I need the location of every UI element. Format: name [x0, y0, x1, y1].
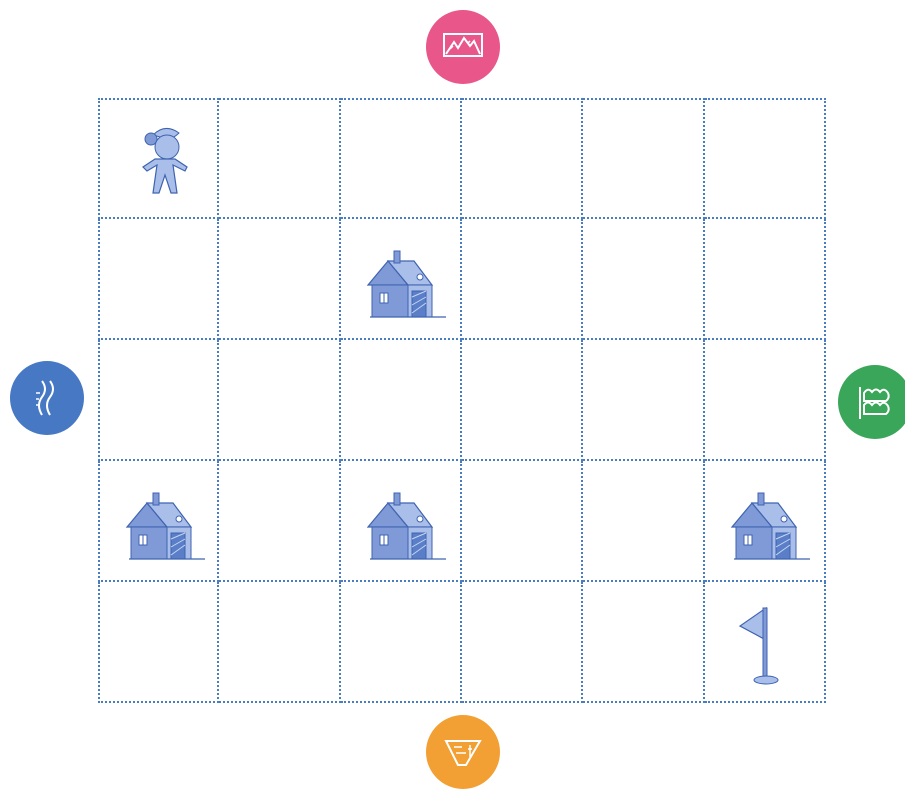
game-board — [98, 98, 826, 703]
river-icon — [24, 375, 70, 421]
mountain-icon — [440, 24, 486, 70]
board-cell-house[interactable] — [341, 461, 462, 582]
board-cell[interactable] — [583, 219, 704, 340]
board-cell[interactable] — [219, 340, 340, 461]
house-icon — [113, 475, 205, 567]
board-cell[interactable] — [219, 461, 340, 582]
board-cell[interactable] — [462, 461, 583, 582]
board-cell[interactable] — [219, 582, 340, 703]
board-cell-flag[interactable] — [705, 582, 826, 703]
board-cell[interactable] — [462, 219, 583, 340]
board-cell[interactable] — [219, 219, 340, 340]
board-cell[interactable] — [583, 98, 704, 219]
board-cell[interactable] — [98, 340, 219, 461]
board-cell-house[interactable] — [341, 219, 462, 340]
desert-icon — [440, 729, 486, 775]
right-forest-badge[interactable] — [838, 365, 905, 439]
board-cell[interactable] — [341, 340, 462, 461]
board-cell[interactable] — [462, 582, 583, 703]
forest-icon — [852, 379, 898, 425]
sleepy-character-icon — [113, 113, 205, 205]
board-cell-house[interactable] — [98, 461, 219, 582]
board-cell[interactable] — [705, 98, 826, 219]
board-cell[interactable] — [219, 98, 340, 219]
board-cell[interactable] — [583, 461, 704, 582]
board-cell[interactable] — [341, 98, 462, 219]
board-cell[interactable] — [705, 340, 826, 461]
house-icon — [354, 233, 446, 325]
bottom-desert-badge[interactable] — [426, 715, 500, 789]
house-icon — [354, 475, 446, 567]
flag-icon — [718, 596, 810, 688]
board-cell[interactable] — [462, 98, 583, 219]
board-cell[interactable] — [98, 582, 219, 703]
board-cell-sleepy-character[interactable] — [98, 98, 219, 219]
board-cell[interactable] — [462, 340, 583, 461]
board-cell[interactable] — [583, 582, 704, 703]
house-icon — [718, 475, 810, 567]
board-cell[interactable] — [705, 219, 826, 340]
board-cell[interactable] — [583, 340, 704, 461]
board-cell[interactable] — [98, 219, 219, 340]
board-cell-house[interactable] — [705, 461, 826, 582]
left-river-badge[interactable] — [10, 361, 84, 435]
board-cell[interactable] — [341, 582, 462, 703]
top-mountain-badge[interactable] — [426, 10, 500, 84]
